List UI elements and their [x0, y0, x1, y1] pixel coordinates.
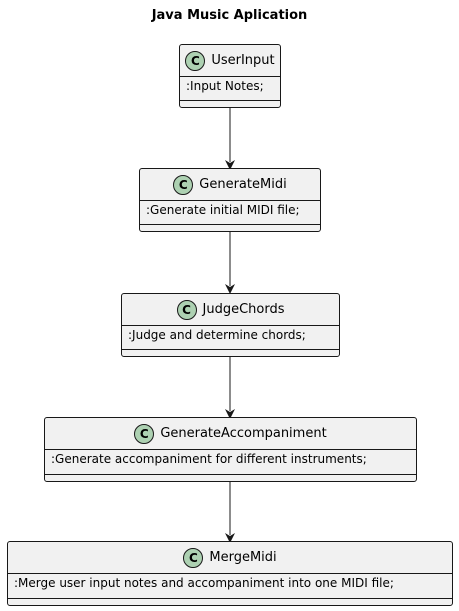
class-name: JudgeChords	[202, 302, 285, 317]
class-divider	[122, 325, 339, 326]
class-name: UserInput	[211, 53, 275, 68]
class-attribute: :Judge and determine chords;	[128, 328, 306, 342]
class-attribute: :Merge user input notes and accompanimen…	[14, 576, 394, 590]
class-header: C GenerateMidi	[140, 169, 320, 200]
class-divider	[140, 224, 320, 225]
diagram-title: Java Music Aplication	[151, 8, 308, 23]
edge-generateaccompaniment-mergemidi	[225, 482, 235, 543]
class-generatemidi: C GenerateMidi :Generate initial MIDI fi…	[139, 168, 321, 232]
class-badge-icon: C	[173, 174, 194, 195]
class-badge-icon: C	[134, 423, 155, 444]
class-divider	[8, 573, 452, 574]
class-divider	[122, 349, 339, 350]
class-header: C UserInput	[180, 45, 280, 76]
class-attribute: :Input Notes;	[186, 79, 264, 93]
class-divider	[140, 200, 320, 201]
class-divider	[45, 474, 416, 475]
class-name: GenerateAccompaniment	[160, 426, 327, 441]
class-mergemidi: C MergeMidi :Merge user input notes and …	[7, 541, 453, 606]
edge-judgechords-generateaccompaniment	[225, 357, 235, 419]
class-divider	[180, 76, 280, 77]
class-header: C JudgeChords	[122, 294, 339, 325]
class-generateaccompaniment: C GenerateAccompaniment :Generate accomp…	[44, 417, 417, 482]
class-divider	[8, 598, 452, 599]
class-badge-icon: C	[176, 299, 197, 320]
class-judgechords: C JudgeChords :Judge and determine chord…	[121, 293, 340, 357]
class-divider	[45, 449, 416, 450]
edge-generatemidi-judgechords	[225, 232, 235, 294]
class-divider	[180, 100, 280, 101]
edge-userinput-generatemidi	[225, 108, 235, 170]
class-name: GenerateMidi	[199, 177, 287, 192]
class-badge-icon: C	[183, 547, 204, 568]
class-userinput: C UserInput :Input Notes;	[179, 44, 281, 108]
class-attribute: :Generate accompaniment for different in…	[51, 452, 367, 466]
class-header: C GenerateAccompaniment	[45, 418, 416, 449]
class-header: C MergeMidi	[8, 542, 452, 573]
class-name: MergeMidi	[209, 550, 277, 565]
class-badge-icon: C	[185, 50, 206, 71]
class-attribute: :Generate initial MIDI file;	[146, 203, 300, 217]
